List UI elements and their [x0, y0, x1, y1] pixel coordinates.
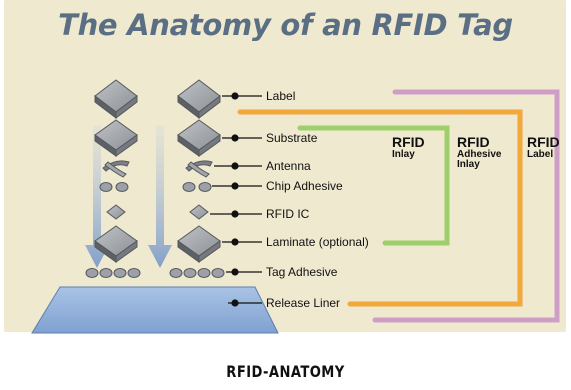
- layer-label-substrate: Substrate: [266, 131, 318, 145]
- layer-label-chip-adhesive: Chip Adhesive: [266, 179, 343, 193]
- layer-stack-right: [169, 79, 225, 278]
- group-title: RFID: [392, 134, 425, 150]
- group-bracket-inlay: [297, 125, 450, 246]
- layer-label-laminate: Laminate (optional): [266, 235, 369, 249]
- diagram-title: The Anatomy of an RFID Tag: [58, 8, 513, 42]
- group-subtitle: Inlay: [392, 148, 415, 160]
- group-subtitle: Label: [527, 148, 554, 160]
- layer-label-tag-adhesive: Tag Adhesive: [266, 265, 338, 279]
- antenna-icon: [102, 160, 130, 178]
- leader-lines: [210, 92, 262, 307]
- layer-label-release-liner: Release Liner: [266, 296, 341, 310]
- down-arrow-icon: [148, 125, 172, 268]
- group-title: RFID: [457, 134, 490, 150]
- group-label-rfid-inlay: RFID Inlay: [392, 135, 425, 160]
- release-liner-shape: [31, 286, 279, 334]
- image-caption: RFID-ANATOMY: [226, 362, 345, 381]
- group-label-rfid-label: RFID Label: [527, 135, 560, 160]
- layer-label-rfid-ic: RFID IC: [266, 207, 310, 221]
- group-title: RFID: [527, 134, 560, 150]
- group-bracket-label: [372, 89, 560, 323]
- down-arrow-icon: [85, 125, 109, 268]
- group-subtitle: Inlay: [457, 159, 480, 171]
- group-subtitle: Adhesive: [457, 148, 502, 160]
- group-label-rfid-adhesive-inlay: RFID Adhesive Inlay: [457, 135, 501, 171]
- layer-label-label: Label: [266, 89, 296, 103]
- group-bracket-adhesive-inlay: [237, 109, 523, 307]
- layer-label-antenna: Antenna: [266, 159, 311, 173]
- antenna-icon: [185, 160, 213, 178]
- layer-stack-left: [85, 79, 141, 278]
